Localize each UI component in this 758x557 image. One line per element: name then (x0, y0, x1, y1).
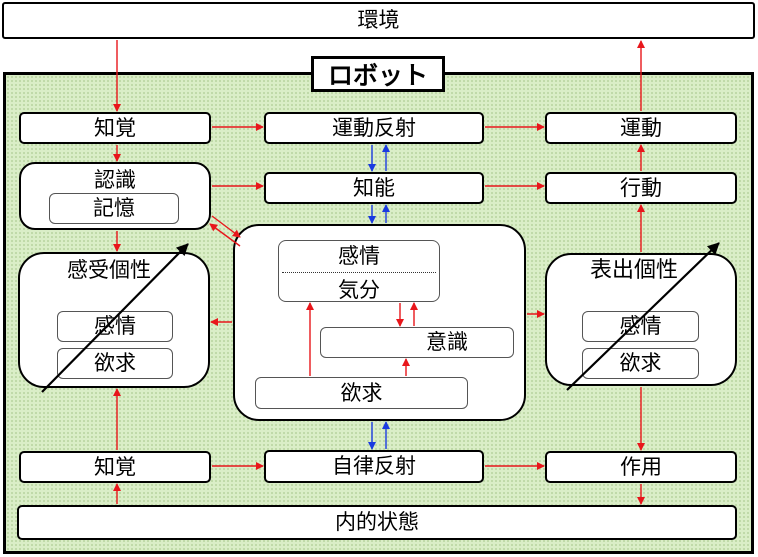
consciousness-box: 意識 (320, 327, 514, 358)
diagonal-arrow-receptive (41, 243, 189, 393)
internal-state-label: 内的状態 (335, 510, 419, 534)
memory-box: 記憶 (49, 193, 179, 224)
expressive-desire-label: 欲求 (619, 351, 662, 375)
action-box: 行動 (545, 172, 737, 204)
center-emotion-label: 感情 (338, 244, 380, 268)
arrow-cognition-center (211, 215, 241, 238)
perception-bottom-box: 知覚 (19, 451, 211, 483)
expressive-emotion-label: 感情 (619, 314, 662, 338)
center-desire-box: 欲求 (255, 377, 468, 409)
action-label: 行動 (620, 175, 662, 200)
autonomic-reflex-label: 自律反射 (332, 454, 416, 478)
diagonal-arrow-expressive (566, 242, 720, 391)
motor-reflex-label: 運動反射 (332, 115, 416, 140)
intelligence-label: 知能 (353, 175, 395, 200)
expressive-emotion-box: 感情 (582, 311, 699, 342)
operation-box: 作用 (545, 451, 737, 483)
arrow-center-cognition (209, 223, 241, 247)
perception-top-box: 知覚 (19, 112, 211, 144)
motor-reflex-box: 運動反射 (264, 112, 484, 144)
center-desire-label: 欲求 (340, 380, 383, 405)
center-mood-label: 気分 (338, 278, 380, 302)
internal-state-box: 内的状態 (17, 505, 737, 540)
intelligence-box: 知能 (264, 172, 484, 204)
receptive-emotion-label: 感情 (94, 314, 136, 338)
cognition-label: 認識 (94, 168, 136, 192)
autonomic-reflex-box: 自律反射 (264, 450, 484, 483)
receptive-emotion-box: 感情 (57, 311, 173, 342)
emotion-mood-box (278, 240, 440, 302)
perception-bottom-label: 知覚 (94, 454, 136, 479)
emotion-mood-divider (282, 272, 436, 273)
receptive-desire-label: 欲求 (94, 351, 136, 375)
receptive-desire-box: 欲求 (57, 348, 173, 379)
robot-title: ロボット (311, 56, 445, 92)
environment-box: 環境 (2, 2, 755, 39)
environment-label: 環境 (357, 8, 400, 32)
expressive-desire-box: 欲求 (582, 348, 699, 379)
receptive-personality-title: 感受個性 (67, 258, 151, 282)
perception-top-label: 知覚 (94, 115, 136, 140)
operation-label: 作用 (620, 454, 662, 479)
expressive-personality-title: 表出個性 (590, 258, 679, 283)
movement-box: 運動 (545, 112, 737, 144)
memory-label: 記憶 (93, 196, 135, 220)
movement-label: 運動 (620, 115, 662, 140)
consciousness-label: 意識 (426, 330, 468, 354)
